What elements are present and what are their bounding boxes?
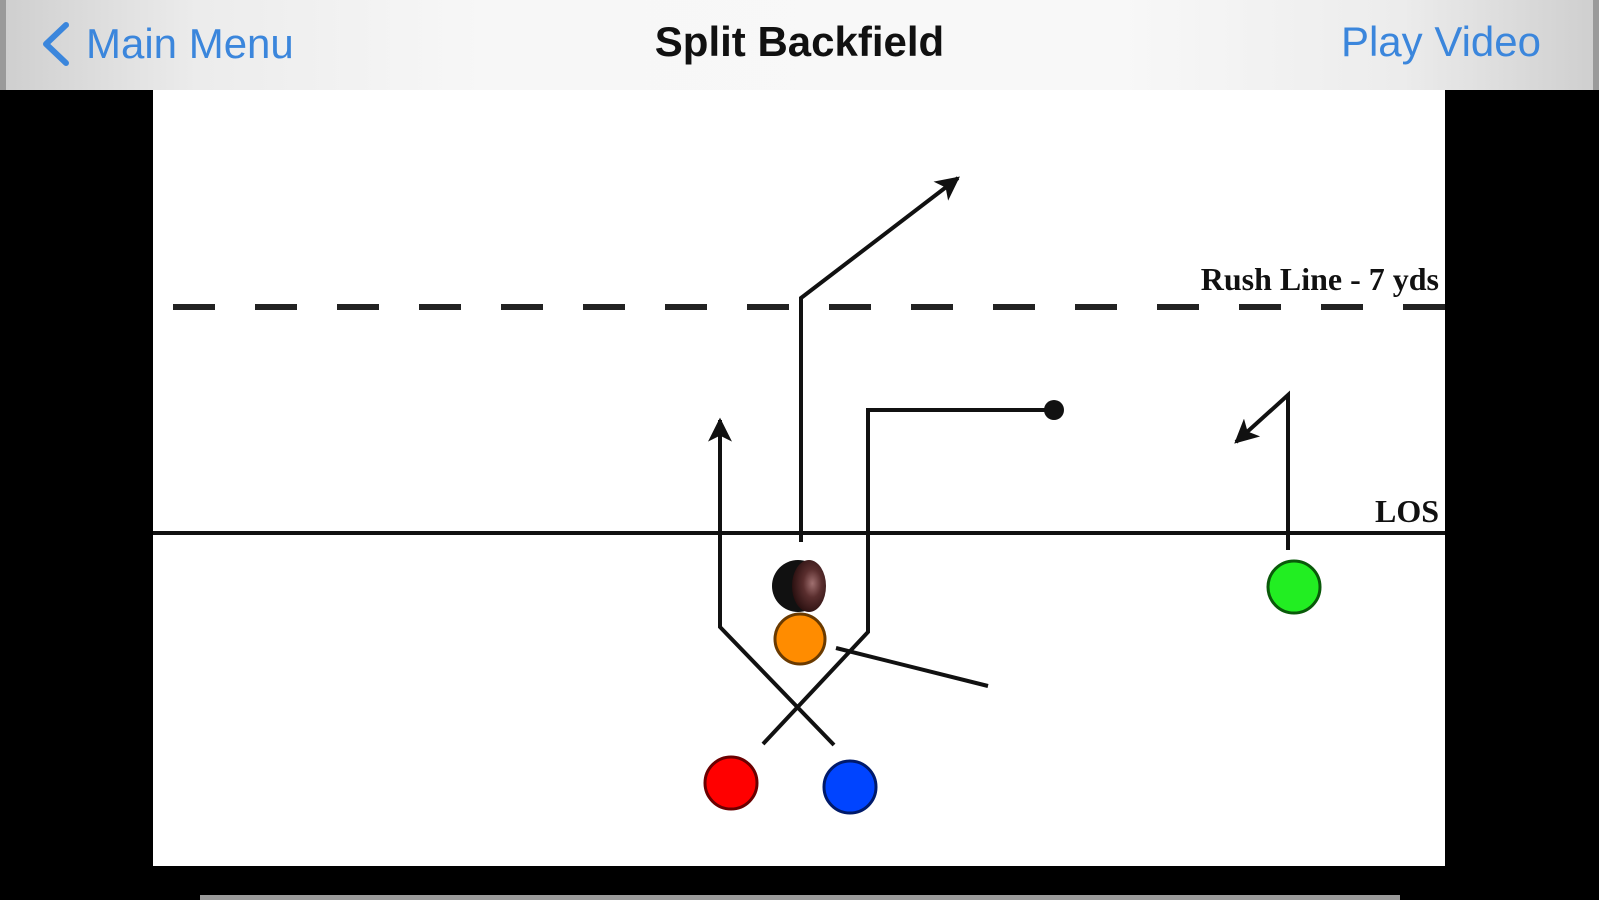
home-indicator [200, 895, 1400, 900]
receiver-route [1234, 390, 1290, 550]
play-diagram: Rush Line - 7 yds LOS [153, 90, 1445, 866]
football-icon [772, 560, 826, 612]
play-video-button[interactable]: Play Video [1340, 18, 1541, 65]
center-block-line [835, 646, 989, 688]
play-diagram-canvas: Rush Line - 7 yds LOS [153, 176, 1445, 815]
right-back-route [761, 408, 1054, 746]
player-wide-receiver[interactable] [1266, 559, 1322, 615]
rush-line-label: Rush Line - 7 yds [1201, 261, 1439, 297]
left-back-route [708, 417, 836, 747]
chevron-left-icon [43, 22, 69, 66]
los-label: LOS [1375, 493, 1439, 529]
route-end-dot [1044, 400, 1064, 420]
player-right-back[interactable] [822, 759, 878, 815]
player-center[interactable] [773, 612, 827, 666]
main-menu-label: Main Menu [86, 20, 294, 67]
center-route [799, 176, 960, 542]
main-menu-button[interactable]: Main Menu [40, 18, 294, 70]
player-left-back[interactable] [703, 755, 759, 811]
navigation-bar: Main Menu Split Backfield Play Video [0, 0, 1599, 90]
